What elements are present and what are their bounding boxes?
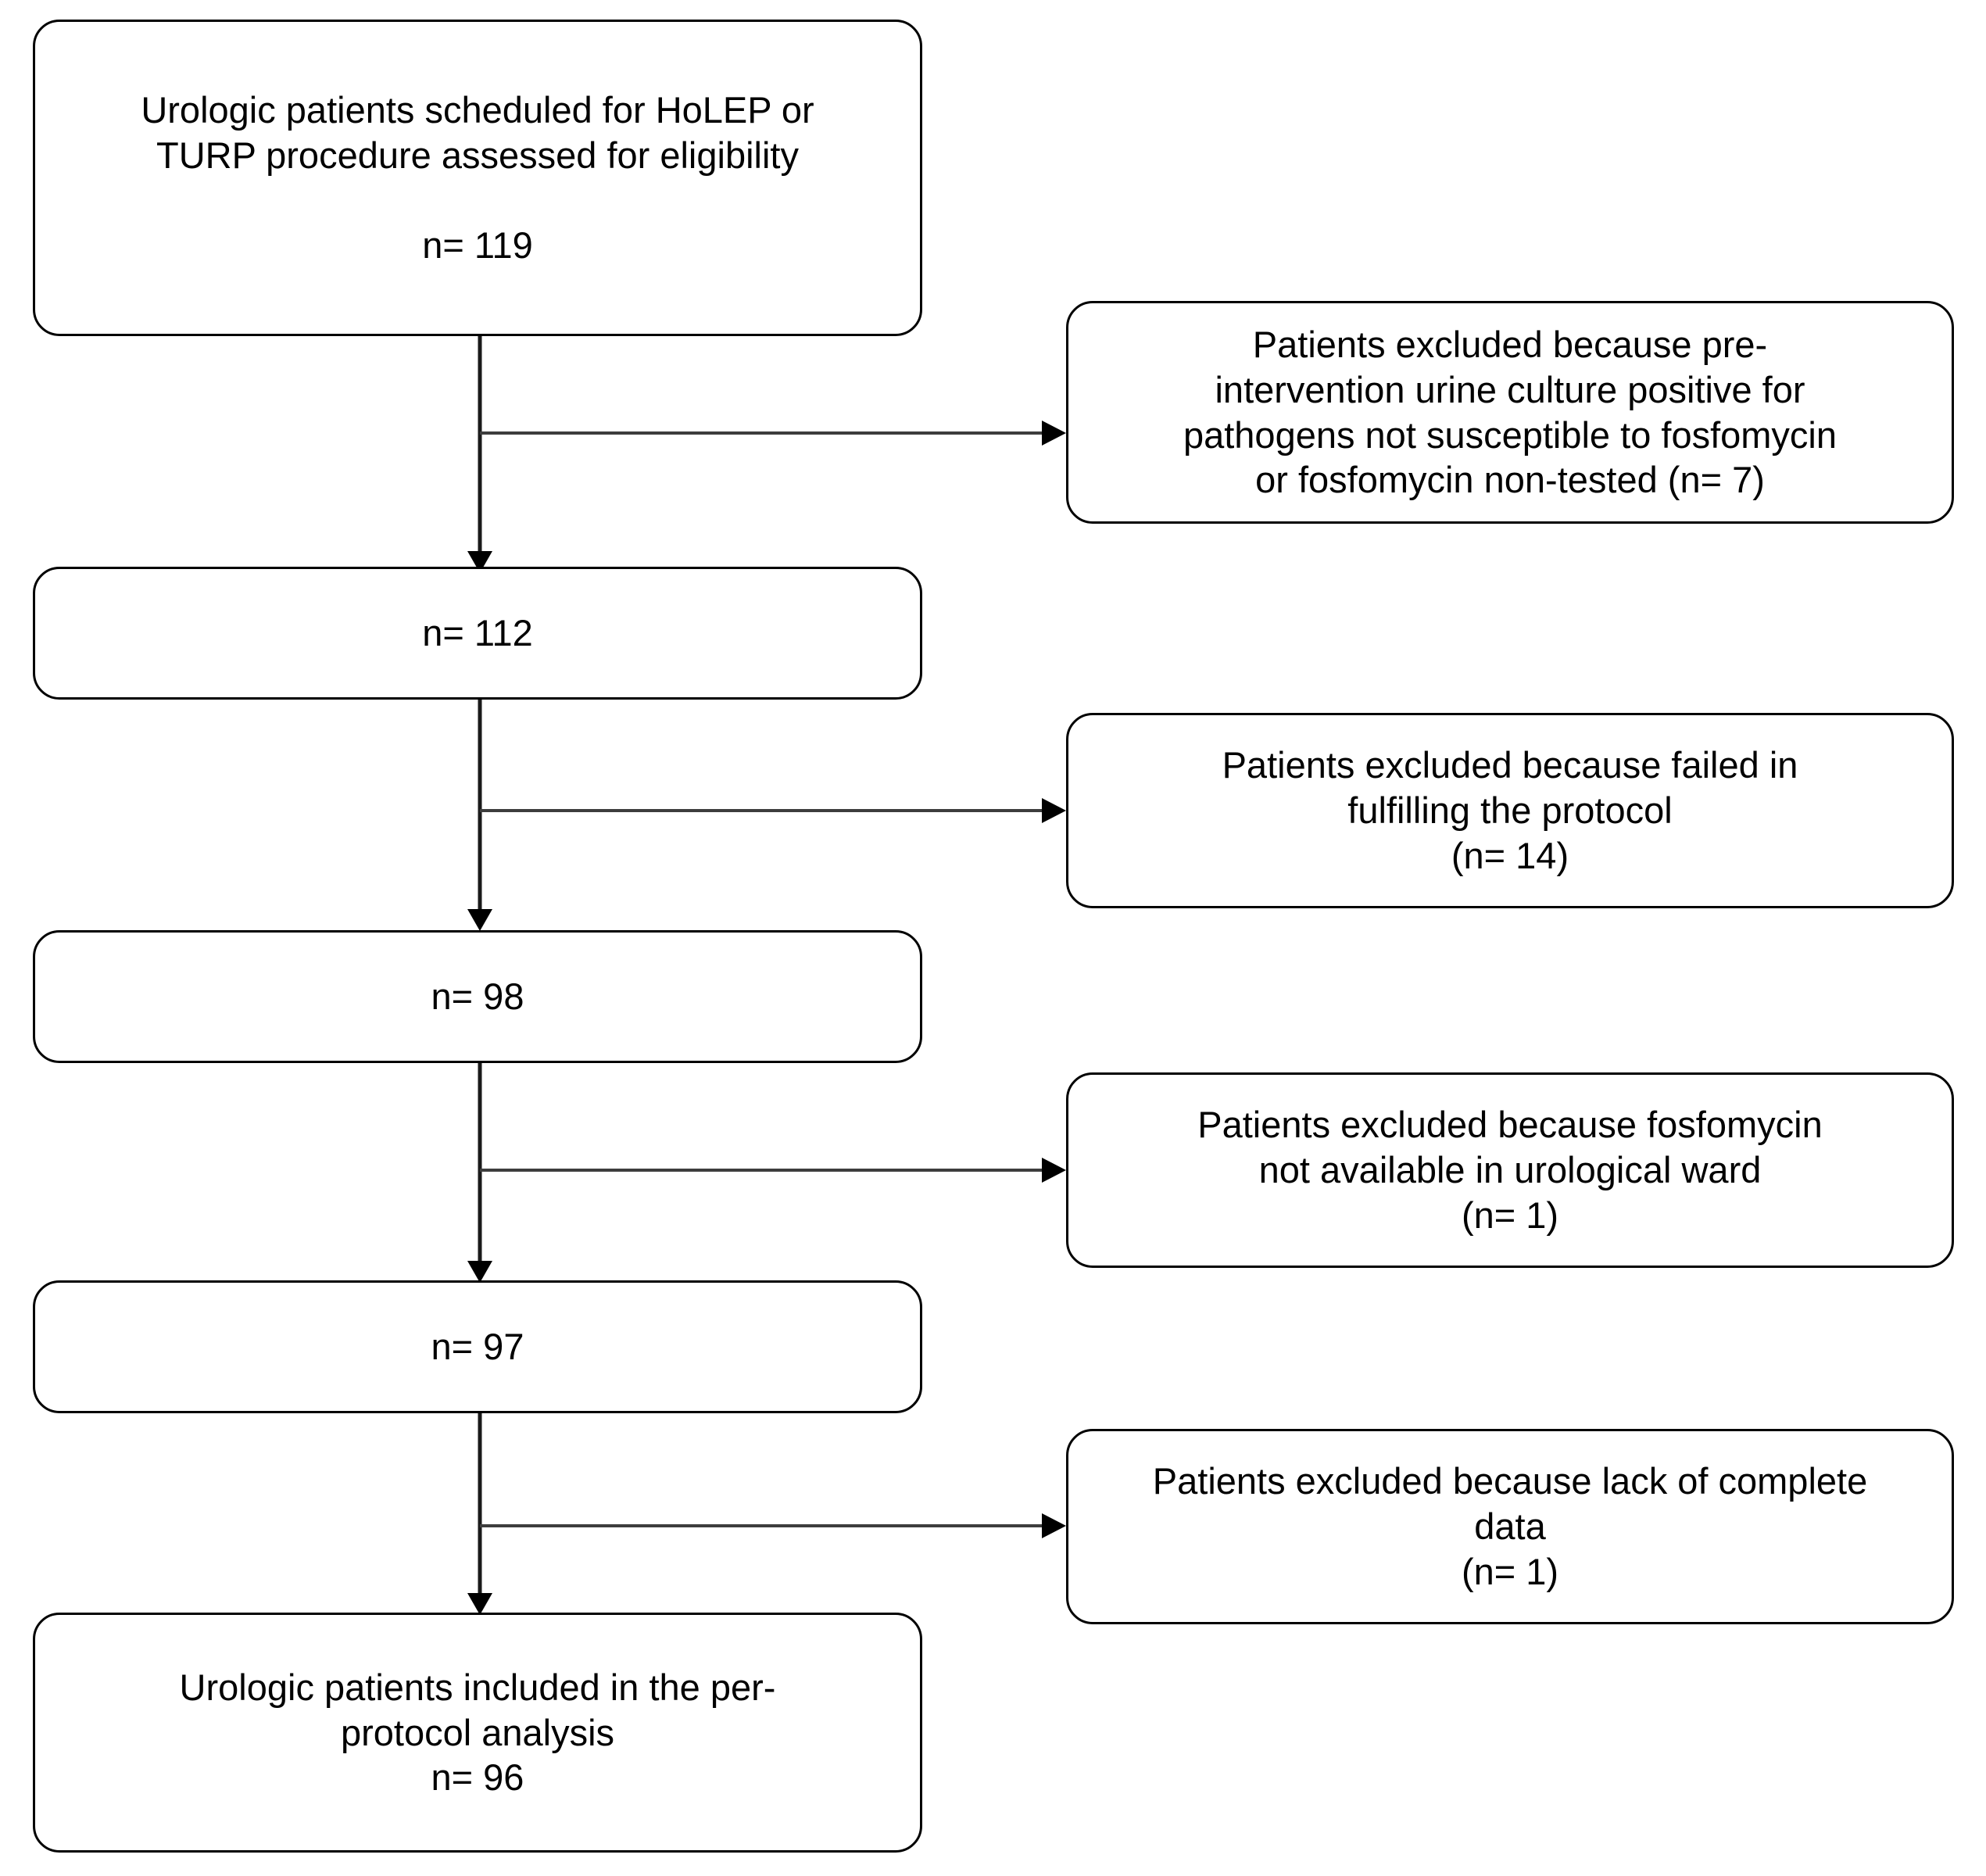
node-after-exclusion-1-label: n= 112 [422, 612, 533, 654]
arrowhead-right-exclusion-2 [1042, 798, 1066, 823]
node-after-exclusion-3[interactable]: n= 97 [33, 1280, 922, 1413]
node-exclusion-1[interactable]: Patients excluded because pre- intervent… [1066, 301, 1954, 524]
node-analyzed[interactable]: Urologic patients included in the per- p… [33, 1613, 922, 1853]
arrowhead-down-98 [467, 909, 492, 931]
node-exclusion-3[interactable]: Patients excluded because fosfomycin not… [1066, 1072, 1954, 1268]
arrowhead-down-112 [467, 551, 492, 573]
node-exclusion-2[interactable]: Patients excluded because failed in fulf… [1066, 713, 1954, 908]
arrowhead-down-analyzed [467, 1593, 492, 1615]
node-analyzed-label: Urologic patients included in the per- p… [179, 1666, 776, 1799]
node-after-exclusion-3-label: n= 97 [431, 1326, 524, 1368]
node-exclusion-3-label: Patients excluded because fosfomycin not… [1197, 1104, 1823, 1236]
arrowhead-right-exclusion-3 [1042, 1158, 1066, 1183]
arrowhead-right-exclusion-1 [1042, 421, 1066, 446]
node-exclusion-4-label: Patients excluded because lack of comple… [1152, 1460, 1868, 1592]
node-exclusion-1-label: Patients excluded because pre- intervent… [1183, 323, 1837, 501]
node-after-exclusion-2[interactable]: n= 98 [33, 930, 922, 1063]
node-after-exclusion-2-label: n= 98 [431, 976, 524, 1018]
node-enrolled[interactable]: Urologic patients scheduled for HoLEP or… [33, 20, 922, 336]
node-exclusion-2-label: Patients excluded because failed in fulf… [1222, 744, 1798, 876]
arrowhead-down-97 [467, 1261, 492, 1283]
node-enrolled-label: Urologic patients scheduled for HoLEP or… [141, 88, 814, 267]
node-exclusion-4[interactable]: Patients excluded because lack of comple… [1066, 1429, 1954, 1624]
node-after-exclusion-1[interactable]: n= 112 [33, 567, 922, 700]
arrowhead-right-exclusion-4 [1042, 1513, 1066, 1538]
